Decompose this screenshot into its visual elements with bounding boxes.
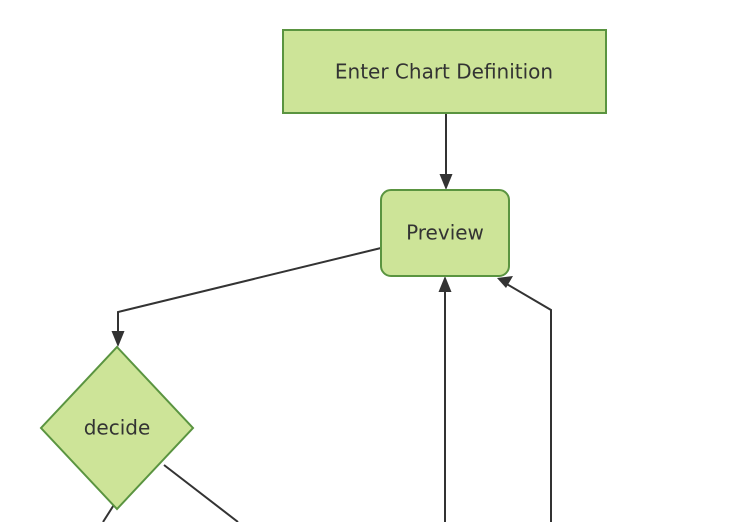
node-label: Enter Chart Definition — [335, 60, 553, 84]
arrow-head-icon — [111, 331, 125, 347]
edge-bottom-center-to-preview[interactable] — [438, 276, 452, 522]
arrow-head-icon — [439, 174, 453, 190]
node-shape-rectangle — [282, 29, 607, 114]
node-layer: Enter Chart Definition Preview decide — [39, 29, 607, 511]
edge-enter-chart-definition-to-preview[interactable] — [439, 113, 453, 190]
node-label: decide — [84, 416, 151, 440]
node-shape-diamond — [39, 345, 195, 511]
node-label: Preview — [406, 221, 484, 245]
node-decide[interactable]: decide — [39, 345, 195, 511]
edge-decide-to-offscreen-bottom-right[interactable] — [163, 464, 239, 522]
arrow-head-icon — [438, 276, 452, 292]
edge-line — [163, 464, 239, 522]
edge-bottom-right-to-preview[interactable] — [497, 276, 552, 522]
edge-layer — [102, 113, 552, 522]
edge-line — [504, 282, 552, 522]
node-enter-chart-definition[interactable]: Enter Chart Definition — [282, 29, 607, 114]
edge-preview-to-decide[interactable] — [111, 247, 382, 347]
node-shape-rounded-rectangle — [380, 189, 510, 277]
edge-line — [117, 247, 382, 338]
arrow-head-icon — [497, 276, 513, 288]
node-preview[interactable]: Preview — [380, 189, 510, 277]
